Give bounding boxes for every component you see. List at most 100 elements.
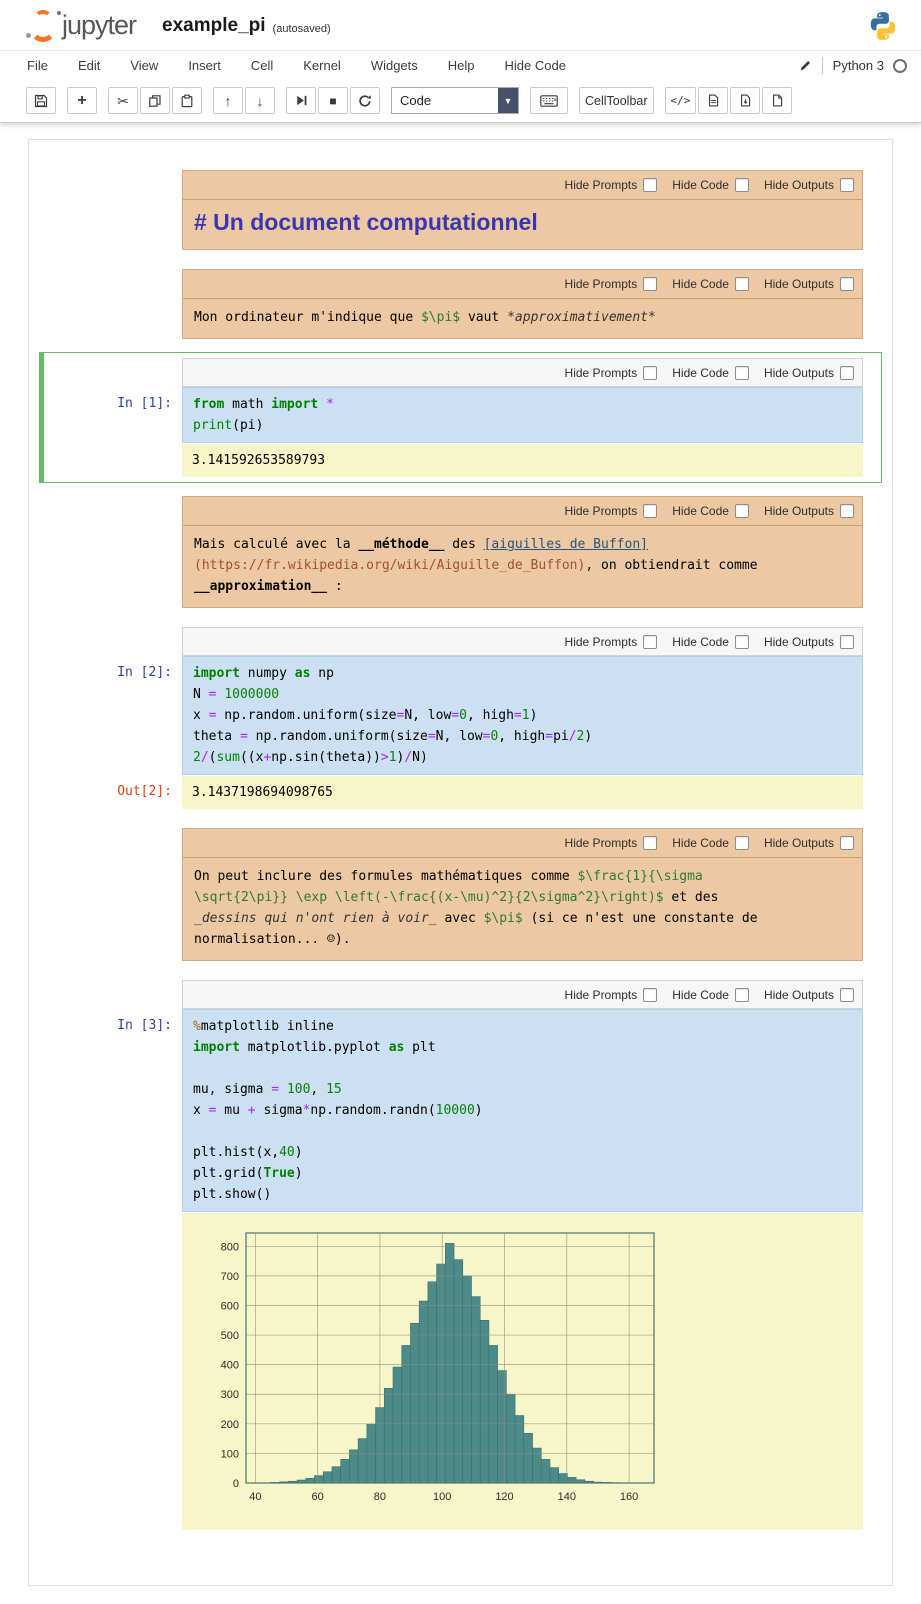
menu-widgets[interactable]: Widgets	[356, 51, 433, 81]
hide-prompts-checkbox[interactable]	[643, 635, 657, 649]
hide-code-label: Hide Code	[672, 277, 729, 291]
hide-outputs-checkbox[interactable]	[840, 504, 854, 518]
hide-code-checkbox[interactable]	[735, 635, 749, 649]
menu-view[interactable]: View	[115, 51, 173, 81]
hide-code-checkbox[interactable]	[735, 504, 749, 518]
move-cell-down-button[interactable]: ↓	[245, 87, 275, 114]
move-cell-up-button[interactable]: ↑	[213, 87, 243, 114]
hide-outputs-checkbox[interactable]	[840, 635, 854, 649]
hide-outputs-checkbox[interactable]	[840, 277, 854, 291]
hide-code-label: Hide Code	[672, 178, 729, 192]
markdown-content[interactable]: Mon ordinateur m'indique que $\pi$ vaut …	[183, 299, 862, 338]
cell-type-value: Code	[392, 88, 498, 113]
paste-cell-button[interactable]	[172, 87, 202, 114]
jupyter-logo[interactable]: jupyter	[26, 9, 136, 43]
notebook-header: jupyter example_pi (autosaved) File Edit…	[0, 0, 921, 123]
menu-hide-code[interactable]: Hide Code	[490, 51, 581, 81]
output-text: 3.141592653589793	[182, 444, 863, 477]
new-file-button[interactable]	[762, 87, 792, 114]
add-cell-button[interactable]: +	[67, 87, 97, 114]
hide-outputs-checkbox[interactable]	[840, 366, 854, 380]
prompt-spacer	[50, 980, 182, 1009]
hide-outputs-checkbox[interactable]	[840, 836, 854, 850]
hide-code-control: Hide Code	[672, 836, 749, 850]
hide-prompts-checkbox[interactable]	[643, 366, 657, 380]
prompt-spacer	[50, 828, 182, 961]
restart-icon	[358, 94, 372, 108]
prompt-spacer	[50, 496, 182, 608]
hide-code-checkbox[interactable]	[735, 836, 749, 850]
hide-code-checkbox[interactable]	[735, 366, 749, 380]
hide-code-control: Hide Code	[672, 178, 749, 192]
keyboard-icon	[540, 95, 558, 107]
svg-text:500: 500	[221, 1330, 239, 1342]
celltoolbar-button[interactable]: CellToolbar	[579, 87, 654, 114]
restart-kernel-button[interactable]	[350, 87, 380, 114]
markdown-content[interactable]: Mais calculé avec la __méthode__ des [ai…	[183, 526, 862, 607]
jupyter-logo-text: jupyter	[62, 10, 136, 43]
hide-prompts-checkbox[interactable]	[643, 504, 657, 518]
hide-outputs-checkbox[interactable]	[840, 988, 854, 1002]
hide-outputs-label: Hide Outputs	[764, 504, 834, 518]
hide-prompts-checkbox[interactable]	[643, 836, 657, 850]
cut-cell-button[interactable]: ✂	[108, 87, 138, 114]
stop-icon: ■	[329, 95, 336, 107]
menu-edit[interactable]: Edit	[63, 51, 115, 81]
markdown-content[interactable]: On peut inclure des formules mathématiqu…	[183, 858, 862, 960]
copy-cell-button[interactable]	[140, 87, 170, 114]
markdown-heading[interactable]: # Un document computationnel	[183, 200, 862, 249]
hide-code-control: Hide Code	[672, 277, 749, 291]
hide-code-label: Hide Code	[672, 635, 729, 649]
hide-code-label: Hide Code	[672, 504, 729, 518]
hide-code-control: Hide Code	[672, 988, 749, 1002]
code-brackets-icon: </>	[671, 94, 691, 107]
output-prompt-spacer	[50, 443, 182, 477]
save-button[interactable]	[26, 87, 56, 114]
hide-outputs-label: Hide Outputs	[764, 836, 834, 850]
command-palette-button[interactable]	[530, 87, 568, 114]
hide-prompts-checkbox[interactable]	[643, 178, 657, 192]
notebook-title[interactable]: example_pi	[162, 15, 266, 37]
markdown-cell-buffon[interactable]: Hide Prompts Hide Code Hide Outputs Mais c…	[39, 490, 882, 614]
interrupt-kernel-button[interactable]: ■	[318, 87, 348, 114]
menu-insert[interactable]: Insert	[173, 51, 236, 81]
hide-code-checkbox[interactable]	[735, 277, 749, 291]
code-input[interactable]: from math import *print(pi)	[182, 387, 863, 443]
hide-prompts-label: Hide Prompts	[565, 178, 638, 192]
input-prompt: In [3]:	[50, 1009, 182, 1212]
arrow-down-icon: ↓	[257, 94, 264, 108]
scissors-icon: ✂	[117, 94, 129, 108]
hide-prompts-checkbox[interactable]	[643, 277, 657, 291]
menu-help[interactable]: Help	[433, 51, 490, 81]
menu-file[interactable]: File	[12, 51, 63, 81]
hide-prompts-control: Hide Prompts	[565, 277, 658, 291]
file-download-icon	[739, 94, 752, 107]
hide-outputs-checkbox[interactable]	[840, 178, 854, 192]
menu-cell[interactable]: Cell	[236, 51, 288, 81]
export-pdf-button[interactable]	[730, 87, 760, 114]
kernel-name: Python 3	[833, 58, 884, 73]
svg-text:0: 0	[233, 1478, 239, 1490]
export-script-button[interactable]	[698, 87, 728, 114]
run-cell-button[interactable]	[286, 87, 316, 114]
toggle-code-button[interactable]: </>	[665, 87, 697, 114]
hide-code-checkbox[interactable]	[735, 178, 749, 192]
hide-code-checkbox[interactable]	[735, 988, 749, 1002]
cell-type-dropdown[interactable]: Code ▼	[391, 87, 519, 114]
hide-prompts-control: Hide Prompts	[565, 366, 658, 380]
hide-prompts-checkbox[interactable]	[643, 988, 657, 1002]
step-forward-icon	[295, 94, 308, 107]
hide-prompts-control: Hide Prompts	[565, 504, 658, 518]
menu-kernel[interactable]: Kernel	[288, 51, 356, 81]
